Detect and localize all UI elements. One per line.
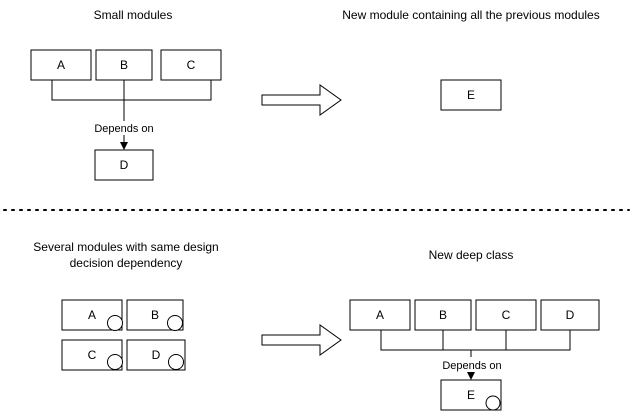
small-modules-group: Small modules A B C Depends on D — [30, 8, 222, 181]
shared-decision-title-line1: Several modules with same design — [33, 240, 218, 254]
deep-module-label-a: A — [376, 308, 384, 322]
dependency-box-d: D — [94, 149, 154, 181]
deep-module-label-d: D — [566, 308, 575, 322]
module-label-b: B — [120, 58, 128, 72]
deep-module-label-c: C — [502, 308, 511, 322]
new-module-group: New module containing all the previous m… — [342, 8, 600, 111]
dependency-connector — [51, 80, 212, 150]
deep-module-box-b: B — [414, 299, 472, 331]
shared-module-box-a: A — [61, 299, 123, 331]
design-decision-marker — [168, 354, 184, 370]
module-label-c: C — [187, 58, 196, 72]
new-module-title: New module containing all the previous m… — [342, 8, 599, 22]
design-decision-marker — [485, 395, 501, 411]
dependency-label-d: D — [120, 158, 129, 172]
shared-module-box-b: B — [126, 299, 184, 331]
shared-decision-group: Several modules with same design decisio… — [33, 240, 219, 371]
module-box-e: E — [440, 79, 502, 111]
transform-arrow-top — [261, 84, 342, 116]
depends-on-label: Depends on — [94, 123, 153, 135]
deep-dependency-label-e: E — [467, 388, 475, 402]
deep-dependency-box-e: E — [440, 379, 502, 411]
design-decision-marker — [167, 315, 183, 331]
deep-dependency-connector — [380, 330, 571, 380]
small-modules-title: Small modules — [94, 8, 173, 22]
shared-module-label-b: B — [151, 308, 159, 322]
transform-arrow-bottom — [261, 324, 342, 356]
shared-module-label-a: A — [88, 308, 96, 322]
deep-module-box-a: A — [349, 299, 411, 331]
module-box-a: A — [30, 49, 92, 81]
shared-module-box-d: D — [126, 339, 186, 371]
deep-class-group: New deep class A B C D Depends on — [349, 248, 600, 411]
deep-depends-on-label: Depends on — [442, 360, 501, 372]
design-decision-marker — [107, 354, 123, 370]
module-box-c: C — [160, 49, 222, 81]
deep-class-title: New deep class — [429, 248, 514, 262]
design-decision-marker — [107, 315, 123, 331]
shared-module-label-c: C — [88, 348, 97, 362]
shared-module-box-c: C — [61, 339, 123, 371]
deep-module-label-b: B — [439, 308, 447, 322]
module-box-b: B — [95, 49, 153, 81]
shared-decision-title-line2: decision dependency — [70, 256, 183, 270]
module-label-e: E — [467, 88, 475, 102]
shared-module-label-d: D — [152, 348, 161, 362]
module-label-a: A — [57, 58, 65, 72]
deep-module-box-d: D — [540, 299, 600, 331]
deep-module-box-c: C — [475, 299, 537, 331]
